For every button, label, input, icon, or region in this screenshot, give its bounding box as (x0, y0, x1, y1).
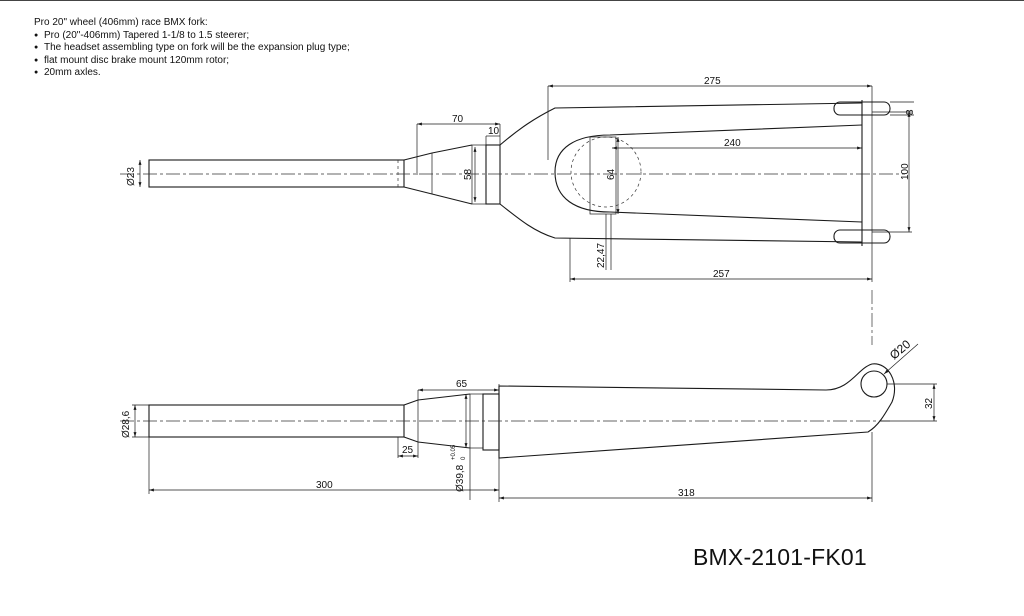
dim-300: 300 (316, 480, 333, 491)
crown-plug-section (589, 136, 617, 215)
dim-70: 70 (452, 114, 464, 125)
dim-58: 58 (463, 168, 474, 180)
dim-tolerance-upper: +0.05 (451, 444, 457, 460)
dim-240: 240 (724, 138, 741, 149)
side-crown-race (482, 393, 500, 451)
dim-10: 10 (488, 126, 500, 137)
spec-item: flat mount disc brake mount 120mm rotor; (34, 55, 350, 68)
dim-25: 25 (402, 445, 414, 456)
dim-diameter-39-8: Ø39,8 (455, 464, 466, 492)
dim-65: 65 (456, 379, 468, 390)
dim-100: 100 (900, 163, 911, 180)
top-view: 275 70 10 240 Ø23 58 64 100 8 22,47 (120, 76, 916, 282)
dim-tolerance-lower: 0 (461, 456, 467, 460)
blade-upper-outer (499, 102, 863, 146)
side-view: 65 Ø28,6 25 Ø39,8 +0.05 0 300 318 Ø20 32 (120, 337, 937, 502)
dim-22-47: 22,47 (596, 243, 607, 268)
dim-diameter-20: Ø20 (887, 337, 914, 363)
spec-heading: Pro 20" wheel (406mm) race BMX fork: (34, 17, 208, 28)
drawing-frame-border (0, 0, 1024, 1)
blade-inner-edge (554, 124, 863, 223)
dim-diameter-28-6: Ø28,6 (121, 410, 132, 438)
dim-318: 318 (678, 488, 695, 499)
dim-275: 275 (704, 76, 721, 87)
dim-32: 32 (924, 397, 935, 409)
steerer-tube (148, 159, 405, 188)
part-number: BMX-2101-FK01 (693, 544, 867, 570)
axle-hole (860, 370, 888, 398)
spec-item: 20mm axles. (34, 67, 350, 80)
side-fork-blade (498, 363, 896, 459)
spec-item: Pro (20"-406mm) Tapered 1-1/8 to 1.5 ste… (34, 30, 350, 43)
dim-diameter-23: Ø23 (126, 167, 137, 186)
spec-item: The headset assembling type on fork will… (34, 42, 350, 55)
dim-8: 8 (905, 109, 916, 115)
blade-lower-outer (499, 203, 863, 243)
spec-notes: Pro 20" wheel (406mm) race BMX fork: Pro… (34, 17, 350, 80)
taper-upper (403, 144, 473, 161)
dim-257: 257 (713, 269, 730, 280)
spec-list: Pro (20"-406mm) Tapered 1-1/8 to 1.5 ste… (34, 30, 350, 80)
dim-64: 64 (606, 168, 617, 180)
taper-lower (403, 186, 473, 205)
crown-race (485, 144, 501, 205)
